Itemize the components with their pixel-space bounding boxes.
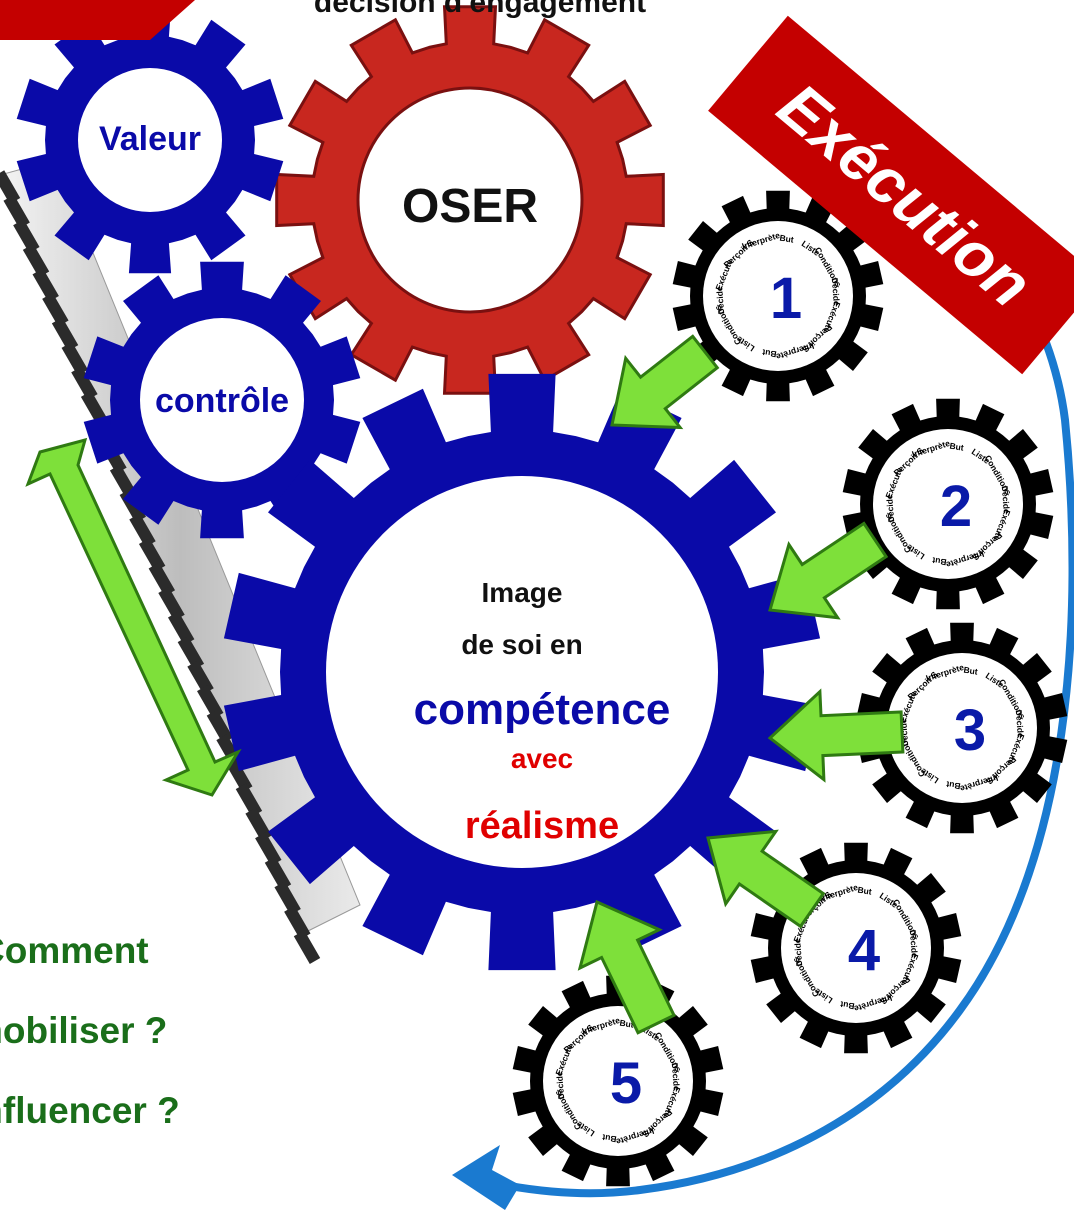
valeur-gear: Valeur xyxy=(16,6,284,274)
clock-word: Décide xyxy=(1014,709,1026,738)
central-line-realisme: réalisme xyxy=(465,805,619,847)
controle-gear: contrôle xyxy=(83,261,361,539)
question-mobiliser: mobiliser ? xyxy=(0,1010,168,1051)
clock-word: Décide xyxy=(830,277,842,306)
top-left-red-tab xyxy=(0,0,195,40)
clock-word: Décide xyxy=(908,929,920,958)
clock-word: Décide xyxy=(884,494,896,523)
clock-word: But xyxy=(945,779,961,791)
arrow-step-3 xyxy=(767,688,905,783)
arrow-step-2 xyxy=(768,521,889,620)
clock-word: Décide xyxy=(554,1071,566,1100)
central-gear: Image de soi en compétence avec réalisme xyxy=(223,373,821,971)
oser-label: OSER xyxy=(402,180,538,233)
clock-word: But xyxy=(931,555,947,567)
step-number: 1 xyxy=(770,266,802,331)
central-line-de-soi: de soi en xyxy=(461,629,582,660)
arrow-step-1 xyxy=(610,334,720,430)
question-comment: Comment xyxy=(0,930,149,971)
central-line-image: Image xyxy=(482,577,563,608)
step-number: 2 xyxy=(940,474,972,539)
step-number: 5 xyxy=(610,1051,642,1116)
clock-word: Décide xyxy=(792,938,804,967)
clock-word: Décide xyxy=(714,286,726,315)
clock-word: But xyxy=(839,999,855,1011)
clock-word: But xyxy=(601,1132,617,1144)
step-number: 3 xyxy=(954,698,986,763)
oser-gear: OSER xyxy=(275,5,665,395)
clock-word: But xyxy=(963,665,979,677)
step-number: 4 xyxy=(848,918,880,983)
arrow-step-4 xyxy=(706,829,826,929)
central-line-avec: avec xyxy=(511,743,573,774)
clock-word: But xyxy=(949,441,965,453)
arrow-step-5 xyxy=(577,899,677,1035)
green-double-arrow xyxy=(25,437,242,797)
cycle-arrowhead xyxy=(452,1145,520,1210)
clock-word: Décide xyxy=(1000,485,1012,514)
clock-word: But xyxy=(857,885,873,897)
top-caption: décision d'engagement xyxy=(314,0,646,19)
clock-word: But xyxy=(779,233,795,245)
clock-word: Décide xyxy=(670,1062,682,1091)
central-line-competence: compétence xyxy=(414,685,671,734)
controle-label: contrôle xyxy=(155,382,289,420)
valeur-label: Valeur xyxy=(99,120,201,158)
clock-word: But xyxy=(761,347,777,359)
question-influencer: influencer ? xyxy=(0,1090,180,1131)
